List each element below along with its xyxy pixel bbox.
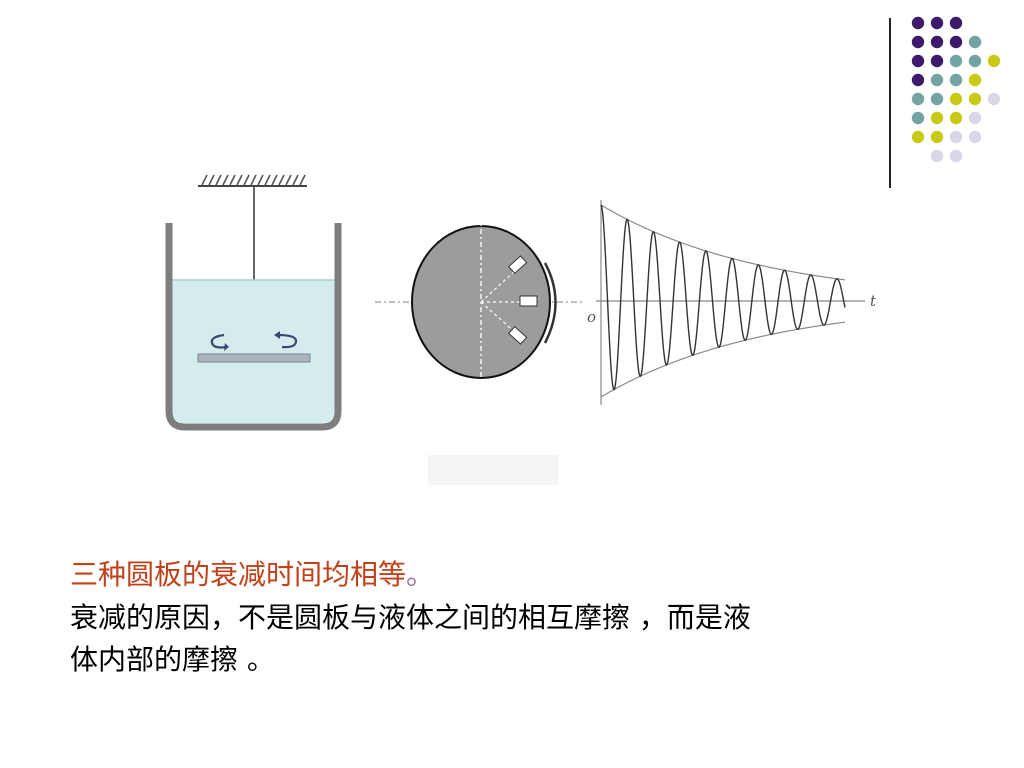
decor-dot-purple [911,54,925,68]
decor-dot-teal [949,73,963,87]
decor-dot-purple [911,73,925,87]
origin-label: o [587,308,596,326]
ceiling-hatch-mark [215,174,222,186]
decor-dot-lavender [949,149,963,163]
disk-side-view [197,353,311,363]
time-axis-label: t [870,292,877,310]
ceiling-hatch-mark [236,174,243,186]
decor-dot-teal [911,111,925,125]
decor-dot-yellow [930,130,944,144]
ceiling-hatch-mark [229,174,236,186]
ceiling-hatch-mark [201,174,208,186]
disk-top-view [375,203,585,405]
decor-dot-purple [930,16,944,30]
decor-dot-teal [930,73,944,87]
decor-dot-teal [968,54,982,68]
decor-dot-teal [949,54,963,68]
decay-envelope-upper [600,204,846,281]
decor-dot-purple [911,35,925,49]
decor-dot-teal [930,92,944,106]
paddle-middle [519,295,538,307]
physics-figure: o t [165,174,877,485]
decor-dot-lavender [968,130,982,144]
decor-dot-yellow [949,111,963,125]
caption-line-2: 衰减的原因，不是圆板与液体之间的相互摩擦 ，而是液 [70,601,751,634]
rotation-arrow-left-icon [210,333,227,349]
rotation-arrow-right-icon [277,333,298,349]
decor-dot-purple [930,54,944,68]
disk-radius-line-upper [480,267,519,303]
ceiling-hatch-mark [299,174,306,186]
rotation-arrow-right-head-icon [274,331,280,339]
caption-heading-period: 。 [406,558,435,591]
beaker [165,223,342,431]
ceiling-hatch-mark [292,174,299,186]
decor-dot-purple [911,16,925,30]
decor-dot-lavender [987,92,1001,106]
ceiling-hatch-mark [278,174,285,186]
decor-dot-lavender [930,149,944,163]
ceiling-hatch-mark [222,174,229,186]
ceiling-hatch-mark [271,174,278,186]
ceiling-hatch-mark [208,174,215,186]
rotation-arrow-left-head-icon [224,343,229,351]
caption-heading: 三种圆板的衰减时间均相等。 [70,556,434,594]
ceiling-hatching [201,174,306,186]
ceiling-hatch-mark [285,174,292,186]
decor-dot-yellow [968,73,982,87]
ceiling-hatch-mark [264,174,271,186]
decorative-dot-grid [911,16,1001,163]
decor-dot-yellow [911,130,925,144]
decor-dot-yellow [987,54,1001,68]
decor-dot-purple [949,16,963,30]
ceiling-hatch-mark [243,174,250,186]
decor-dot-teal [968,35,982,49]
faint-smudge [428,455,558,485]
decor-dot-yellow [949,92,963,106]
disk-radius-line-lower [480,301,519,336]
rotation-arc-icon [543,262,557,344]
decay-envelope-lower [600,321,846,398]
decor-dot-yellow [930,111,944,125]
ceiling-mount [198,174,307,187]
paddle-upper [508,255,528,275]
ceiling-hatch-mark [250,174,257,186]
caption-line-3: 体内部的摩擦 。 [70,643,275,676]
damped-wave-curve [600,204,846,391]
liquid [172,280,335,423]
decor-dot-lavender [949,130,963,144]
ceiling-hatch-mark [257,174,264,186]
decor-dot-purple [949,35,963,49]
damped-oscillation-graph: o t [587,200,877,405]
caption-heading-text: 三种圆板的衰减时间均相等 [70,558,407,591]
paddle-lower [508,325,528,345]
decor-dot-lavender [968,111,982,125]
decor-dot-teal [911,92,925,106]
decor-dot-yellow [968,92,982,106]
decor-dot-purple [930,35,944,49]
vertical-divider-line [889,18,891,188]
